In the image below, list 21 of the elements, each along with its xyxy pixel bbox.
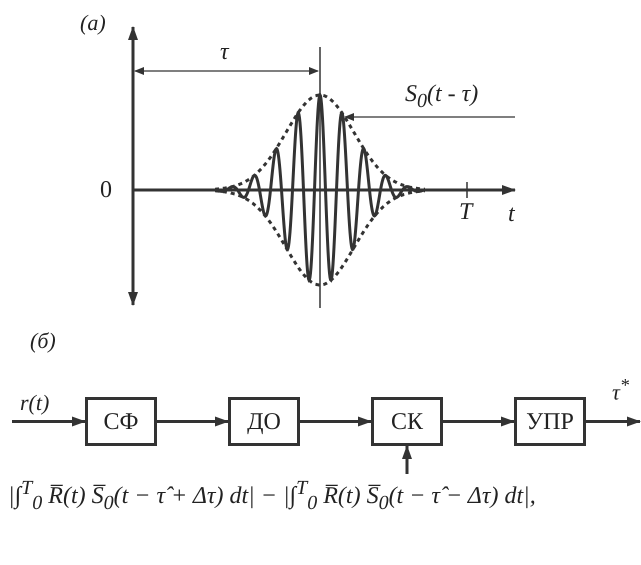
- block-box: ДО: [228, 397, 300, 446]
- arrow: [300, 416, 372, 426]
- block-box: УПР: [514, 397, 586, 446]
- block-box: СК: [371, 397, 443, 446]
- axis-label: t: [508, 202, 515, 226]
- formula: |∫$^{T}$$_{0}$ R̅(t) S̅$_{0}$(t − τ̂ + Δτ) dt| − |∫$^{T}$$_{0}$ R̅(t) S̅$_{0}$(t − τ̂ − Δτ) dt|,: [8, 478, 536, 513]
- panel-label: (б): [30, 330, 56, 352]
- panel-label: (a): [80, 12, 106, 34]
- edge-label: τ$^{*}$: [612, 376, 630, 404]
- arrow: [402, 445, 412, 474]
- edge-label: r(t): [20, 392, 50, 414]
- arrow: [586, 416, 641, 426]
- axis-label: 0: [100, 178, 112, 202]
- axis-label: T: [459, 200, 472, 224]
- block-box: СФ: [85, 397, 157, 446]
- arrow: [12, 416, 86, 426]
- dimension-label: τ: [220, 40, 229, 64]
- arrow: [157, 416, 229, 426]
- signal-label: S$_{0}$(t - τ): [405, 82, 478, 111]
- arrow: [344, 113, 515, 121]
- arrow: [443, 416, 515, 426]
